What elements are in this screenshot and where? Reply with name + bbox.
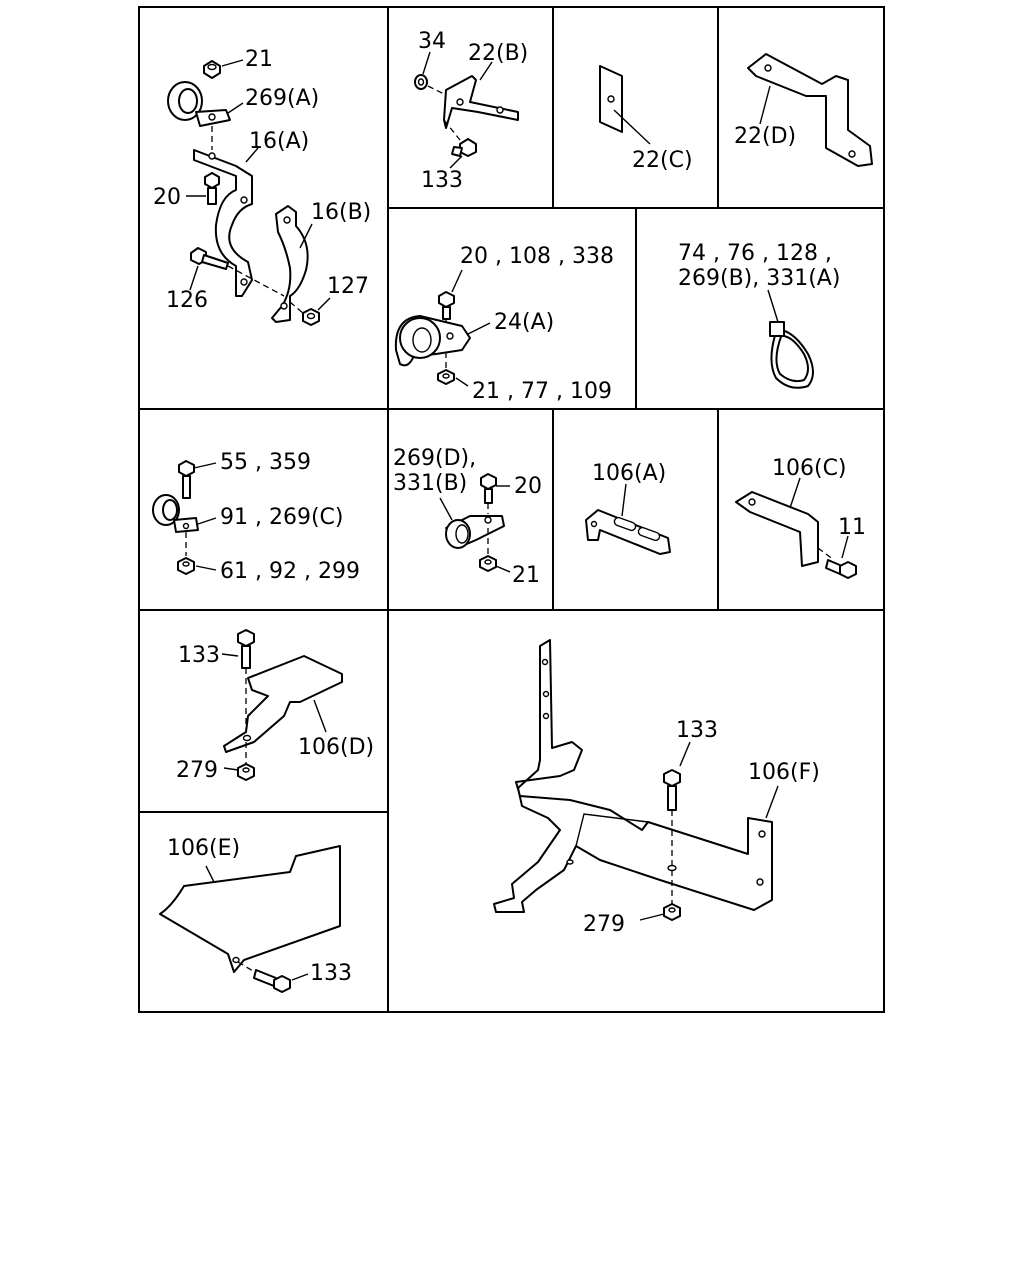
plate-106d-icon	[223, 655, 343, 753]
panel-bracket-106c: 106(C) 11	[735, 456, 866, 579]
label-21: 21	[512, 563, 540, 588]
label-21-77-109: 21 , 77 , 109	[472, 379, 612, 404]
panel-clamp-91: 55 , 359 91 , 269(C) 61 , 92 , 299	[152, 450, 360, 584]
panel-bracket-106a: 106(A)	[585, 461, 671, 555]
label-55-359: 55 , 359	[220, 450, 311, 475]
label-106e: 106(E)	[167, 836, 240, 861]
panel-bracket-22d: 22(D)	[734, 53, 873, 167]
bolt-20-icon	[480, 473, 497, 504]
panel-bracket-106f: 133 106(F) 279	[493, 639, 820, 937]
panel-clamp-24a: 20 , 108 , 338 24(A) 21 , 77 , 109	[394, 244, 614, 404]
panel-plate-22c: 22(C)	[599, 65, 693, 173]
label-106a: 106(A)	[592, 461, 666, 486]
nut-127-icon	[302, 308, 320, 326]
label-22b: 22(B)	[468, 41, 528, 66]
label-21: 21	[245, 47, 273, 72]
label-22d: 22(D)	[734, 124, 796, 149]
label-22c: 22(C)	[632, 148, 693, 173]
nut-279-icon	[237, 763, 255, 781]
bracket-22d-icon	[747, 53, 873, 167]
label-133: 133	[178, 643, 220, 668]
label-20-108-338: 20 , 108 , 338	[460, 244, 614, 269]
nut-21-icon	[203, 60, 221, 79]
label-16a: 16(A)	[249, 129, 309, 154]
label-24a: 24(A)	[494, 310, 554, 335]
nut-21-icon	[479, 555, 497, 572]
panel-plate-106d: 133 106(D) 279	[176, 629, 374, 783]
bolt-11-icon	[825, 559, 857, 579]
panel-cable-tie: 74 , 76 , 128 , 269(B), 331(A)	[678, 241, 840, 389]
label-106c: 106(C)	[772, 456, 847, 481]
label-269b-331a: 269(B), 331(A)	[678, 266, 840, 291]
panel-clamp-16: 21 269(A) 16(A) 20 16(B) 126 127	[153, 47, 371, 326]
label-91-269c: 91 , 269(C)	[220, 505, 344, 530]
label-133: 133	[310, 961, 352, 986]
panel-clamp-269d: 269(D), 331(B) 20 21	[393, 446, 542, 588]
label-34: 34	[418, 29, 446, 54]
bolt-133-icon	[237, 629, 255, 669]
label-11: 11	[838, 515, 866, 540]
bracket-106c-icon	[735, 491, 819, 567]
label-106f: 106(F)	[748, 760, 820, 785]
washer-34-icon	[414, 74, 428, 90]
clamp-269d-331b-icon	[445, 515, 505, 549]
label-269a: 269(A)	[245, 86, 319, 111]
bracket-106f-icon	[493, 639, 773, 913]
nut-279-icon	[663, 903, 681, 921]
label-16b: 16(B)	[311, 200, 371, 225]
label-279: 279	[176, 758, 218, 783]
label-133: 133	[676, 718, 718, 743]
label-133: 133	[421, 168, 463, 193]
label-126: 126	[166, 288, 208, 313]
bracket-22b-icon	[443, 75, 519, 129]
diagram-frame	[138, 6, 885, 1013]
label-61-92-299: 61 , 92 , 299	[220, 559, 360, 584]
bracket-16a-icon	[193, 149, 253, 297]
label-269d: 269(D),	[393, 446, 476, 471]
shield-106e-icon	[159, 845, 341, 973]
bolt-133-icon	[253, 969, 291, 993]
panel-bracket-22b: 34 22(B) 133	[414, 29, 528, 193]
nut-61-92-299-icon	[177, 557, 195, 575]
clamp-24a-icon	[394, 315, 471, 367]
bolt-133-icon	[451, 138, 477, 157]
label-279: 279	[583, 912, 625, 937]
bolt-126-icon	[190, 247, 229, 270]
label-127: 127	[327, 274, 369, 299]
clamp-269a-icon	[167, 81, 231, 127]
label-331b: 331(B)	[393, 471, 467, 496]
panel-shield-106e: 106(E) 133	[159, 836, 352, 993]
label-20: 20	[514, 474, 542, 499]
clamp-91-269c-icon	[152, 494, 199, 533]
cable-tie-icon	[769, 321, 814, 389]
bracket-106a-icon	[585, 509, 671, 555]
bolt-55-359-icon	[178, 460, 195, 499]
bolt-20-108-338-icon	[438, 291, 455, 320]
bolt-133-icon	[663, 769, 681, 811]
label-106d: 106(D)	[298, 735, 374, 760]
label-74-76-128: 74 , 76 , 128 ,	[678, 241, 832, 266]
nut-21-77-109-icon	[437, 369, 455, 385]
bracket-16b-icon	[271, 205, 309, 323]
label-20: 20	[153, 185, 181, 210]
bolt-20-icon	[204, 172, 220, 205]
plate-22c-icon	[599, 65, 623, 133]
